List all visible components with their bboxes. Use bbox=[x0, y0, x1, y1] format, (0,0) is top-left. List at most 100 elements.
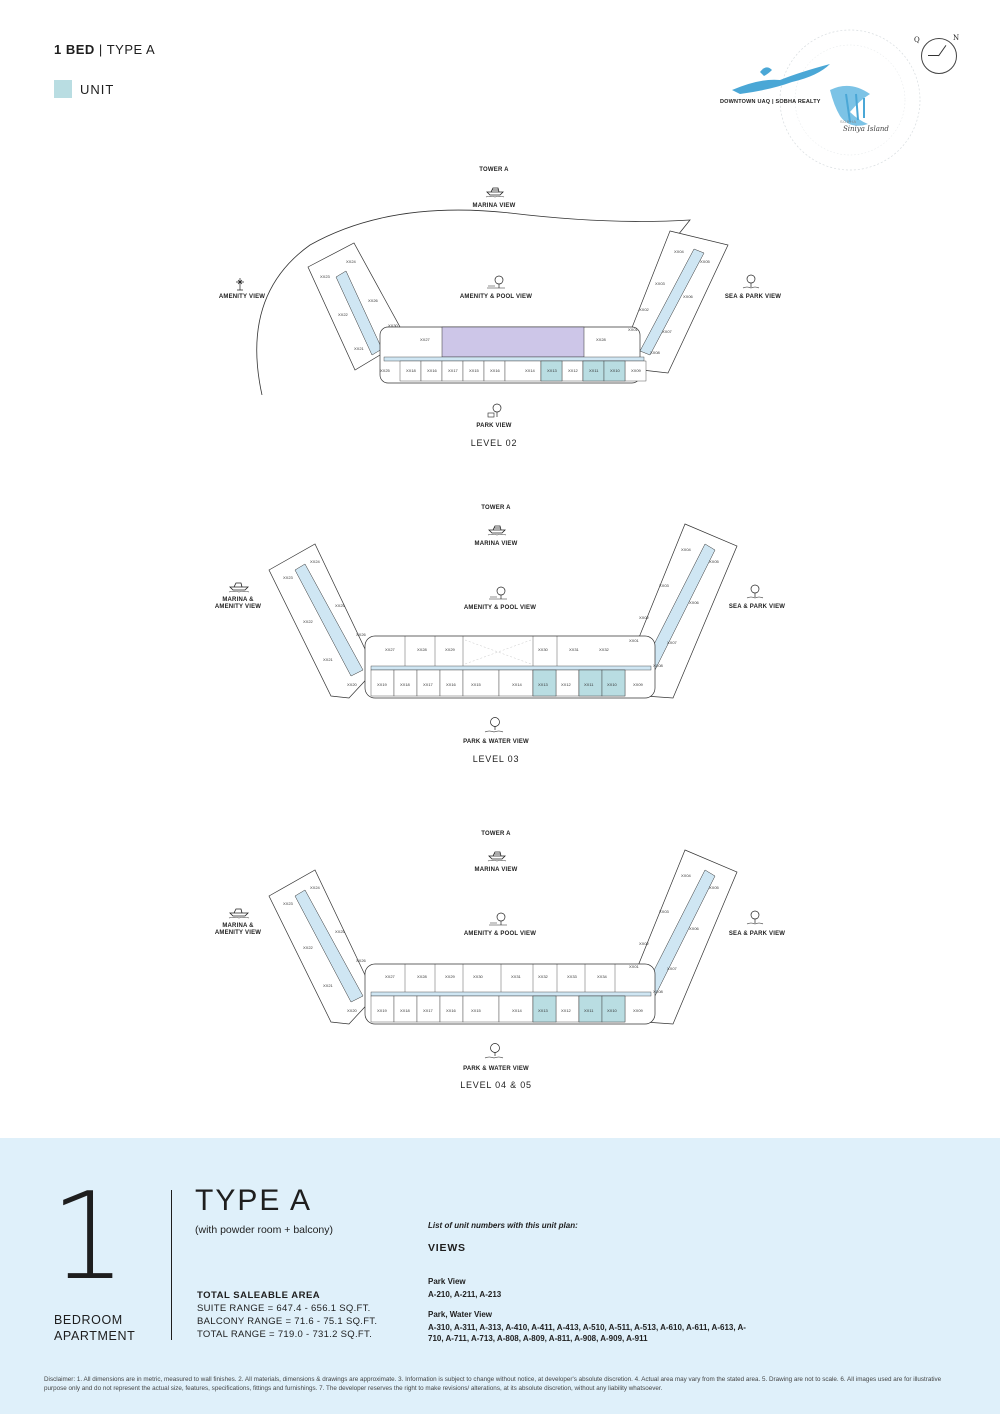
svg-text:XX25: XX25 bbox=[380, 368, 391, 373]
svg-text:XX16: XX16 bbox=[446, 1008, 457, 1013]
svg-text:XX07: XX07 bbox=[662, 329, 673, 334]
svg-text:XX05: XX05 bbox=[709, 559, 720, 564]
svg-text:XX24: XX24 bbox=[310, 559, 321, 564]
svg-text:XX01: XX01 bbox=[629, 638, 640, 643]
type-title: TYPE A bbox=[195, 1184, 313, 1217]
amenity-icon bbox=[233, 276, 247, 292]
park-water-view-label: PARK & WATER VIEW bbox=[463, 1066, 529, 1072]
svg-text:XX22: XX22 bbox=[303, 619, 314, 624]
svg-text:XX34: XX34 bbox=[597, 974, 608, 979]
svg-text:XX11: XX11 bbox=[589, 368, 599, 373]
svg-text:XX20: XX20 bbox=[347, 682, 358, 687]
svg-text:XX17: XX17 bbox=[423, 1008, 434, 1013]
svg-text:XX13: XX13 bbox=[538, 1008, 549, 1013]
svg-text:XX21: XX21 bbox=[354, 346, 365, 351]
svg-text:XX26: XX26 bbox=[356, 958, 367, 963]
marina-amenity-label-2: AMENITY VIEW bbox=[214, 604, 262, 610]
svg-text:XX03: XX03 bbox=[659, 583, 670, 588]
marina-amenity-label-1: MARINA & bbox=[222, 597, 254, 603]
level-label: LEVEL 03 bbox=[472, 754, 520, 764]
svg-text:XX08: XX08 bbox=[653, 989, 664, 994]
sea-park-view-label: SEA & PARK VIEW bbox=[728, 931, 786, 937]
coastline-shape bbox=[732, 64, 830, 94]
sea-park-view-label: SEA & PARK VIEW bbox=[728, 604, 786, 610]
marina-amenity-label-1: MARINA & bbox=[222, 923, 254, 929]
svg-text:XX02: XX02 bbox=[639, 307, 650, 312]
summary-panel bbox=[0, 1138, 1000, 1414]
svg-text:XX03: XX03 bbox=[659, 909, 670, 914]
svg-text:XX13: XX13 bbox=[547, 368, 558, 373]
svg-text:XX04: XX04 bbox=[674, 249, 685, 254]
svg-text:XX02: XX02 bbox=[639, 941, 650, 946]
svg-text:XX17: XX17 bbox=[448, 368, 459, 373]
svg-text:XX30: XX30 bbox=[538, 647, 549, 652]
title-separator: | bbox=[98, 42, 103, 57]
svg-text:XX17: XX17 bbox=[423, 682, 434, 687]
svg-text:XX26: XX26 bbox=[368, 298, 379, 303]
svg-text:XX21: XX21 bbox=[323, 983, 334, 988]
svg-text:XX27: XX27 bbox=[385, 974, 396, 979]
park-water-icon bbox=[484, 1042, 504, 1060]
park-view-category: Park View bbox=[428, 1277, 466, 1286]
marina-view-label: MARINA VIEW bbox=[474, 867, 518, 873]
svg-text:XX18: XX18 bbox=[400, 682, 411, 687]
svg-text:XX13: XX13 bbox=[538, 682, 549, 687]
location-key-map bbox=[700, 20, 970, 190]
svg-text:XX10: XX10 bbox=[607, 682, 618, 687]
svg-text:XX27: XX27 bbox=[385, 647, 396, 652]
island-shape bbox=[830, 85, 870, 126]
svg-text:XX05: XX05 bbox=[709, 885, 720, 890]
svg-text:XX30: XX30 bbox=[388, 323, 399, 328]
type-label: TYPE A bbox=[106, 42, 156, 57]
svg-text:XX25: XX25 bbox=[335, 929, 346, 934]
svg-text:XX12: XX12 bbox=[561, 682, 572, 687]
bedroom-apartment-label: BEDROOM APARTMENT bbox=[54, 1312, 135, 1344]
svg-text:XX06: XX06 bbox=[689, 926, 700, 931]
svg-text:XX20: XX20 bbox=[347, 1008, 358, 1013]
logo-wordmark: Siniya Island bbox=[843, 125, 889, 133]
pool-tree-icon bbox=[485, 275, 507, 291]
tower-label: TOWER A bbox=[481, 505, 511, 511]
boat-icon bbox=[485, 184, 505, 198]
pool-tree-icon bbox=[487, 586, 509, 602]
bed-line-2: APARTMENT bbox=[54, 1329, 136, 1343]
svg-text:XX14: XX14 bbox=[512, 1008, 523, 1013]
svg-text:XX09: XX09 bbox=[633, 682, 644, 687]
amenity-pool-view-label: AMENITY & POOL VIEW bbox=[463, 605, 537, 611]
svg-text:XX06: XX06 bbox=[689, 600, 700, 605]
svg-text:XX04: XX04 bbox=[681, 873, 692, 878]
park-water-icon bbox=[484, 716, 504, 734]
suite-range: SUITE RANGE = 647.4 - 656.1 SQ.FT. bbox=[197, 1303, 371, 1314]
bed-line-1: BEDROOM bbox=[54, 1313, 123, 1327]
svg-text:XX16: XX16 bbox=[490, 368, 501, 373]
boat-icon bbox=[487, 522, 507, 536]
sea-park-icon bbox=[746, 584, 764, 600]
svg-text:XX31: XX31 bbox=[569, 647, 580, 652]
svg-text:XX21: XX21 bbox=[323, 657, 334, 662]
svg-text:XX28: XX28 bbox=[596, 337, 607, 342]
svg-text:XX30: XX30 bbox=[473, 974, 484, 979]
svg-text:XX32: XX32 bbox=[538, 974, 549, 979]
park-water-view-label: PARK & WATER VIEW bbox=[463, 739, 529, 745]
svg-text:XX18: XX18 bbox=[406, 368, 417, 373]
marina-view-label: MARINA VIEW bbox=[472, 203, 516, 209]
svg-text:XX24: XX24 bbox=[310, 885, 321, 890]
park-water-view-category: Park, Water View bbox=[428, 1310, 493, 1319]
highlighted-units bbox=[532, 669, 626, 697]
svg-text:XX22: XX22 bbox=[303, 945, 314, 950]
svg-text:XX28: XX28 bbox=[417, 974, 428, 979]
svg-text:XX02: XX02 bbox=[639, 615, 650, 620]
tower-label: TOWER A bbox=[479, 167, 509, 173]
svg-text:XX03: XX03 bbox=[655, 281, 666, 286]
svg-text:XX29: XX29 bbox=[445, 974, 456, 979]
pool-tree-icon bbox=[487, 912, 509, 928]
svg-text:XX15: XX15 bbox=[469, 368, 480, 373]
compass-n: N bbox=[953, 34, 960, 42]
svg-text:XX10: XX10 bbox=[607, 1008, 618, 1013]
svg-text:XX19: XX19 bbox=[377, 1008, 388, 1013]
svg-text:XX14: XX14 bbox=[525, 368, 536, 373]
sea-park-icon bbox=[746, 910, 764, 926]
logo-subtitle: SOBHA bbox=[840, 119, 857, 124]
svg-text:XX16: XX16 bbox=[446, 682, 457, 687]
